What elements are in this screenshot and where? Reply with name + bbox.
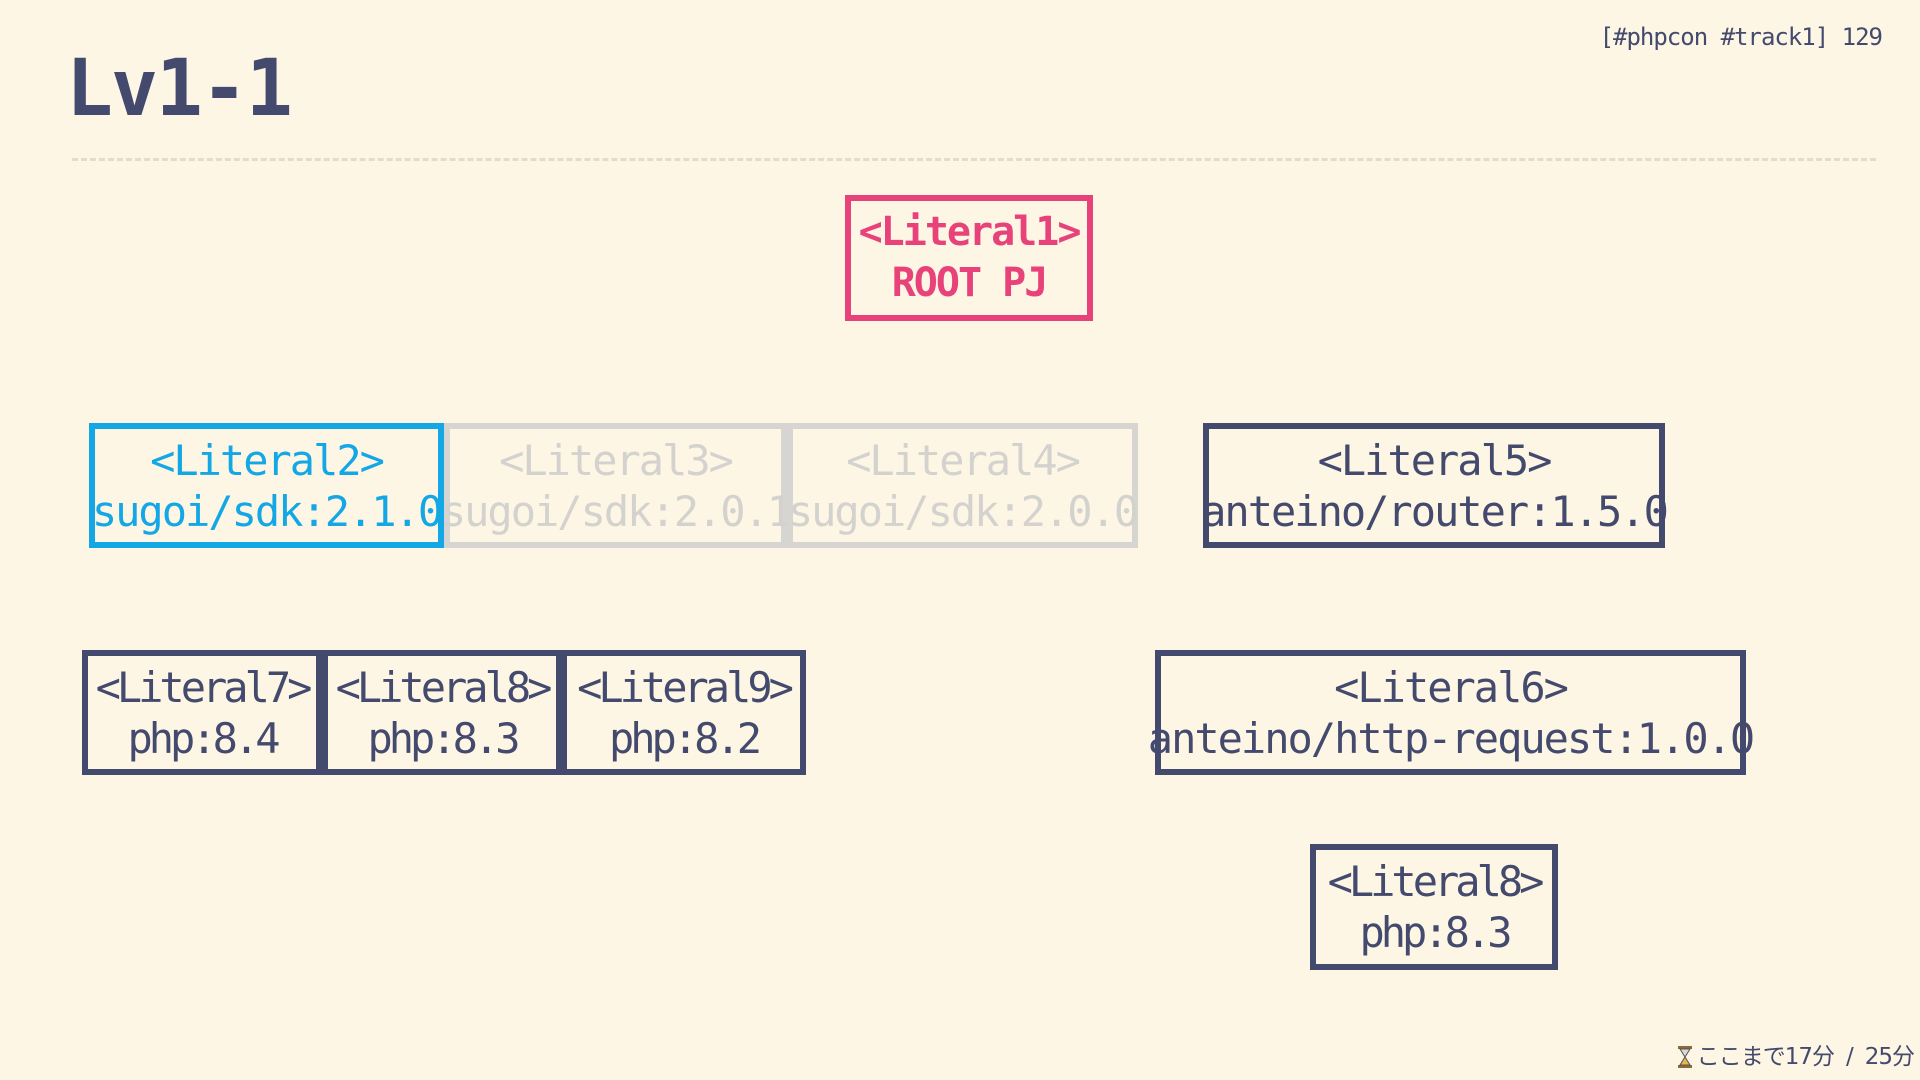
node-value: php:8.4: [127, 713, 280, 763]
node-label: <Literal8>: [1327, 857, 1545, 906]
node-value: php:8.2: [608, 713, 762, 763]
node-literal6: <Literal6> anteino/http-request:1.0.0: [1148, 650, 1755, 775]
node-label: <Literal4>: [846, 435, 1081, 485]
node-label: <Literal8>: [335, 662, 553, 712]
node-label: <Literal6>: [1334, 662, 1569, 712]
node-literal9: <Literal9> php:8.2: [561, 650, 806, 775]
node-value: sugoi/sdk:2.0.0: [787, 486, 1139, 536]
node-literal3: <Literal3> sugoi/sdk:2.0.1: [440, 423, 792, 548]
node-label: <Literal9>: [577, 662, 794, 712]
node-value: ROOT PJ: [891, 260, 1049, 306]
node-label: <Literal5>: [1317, 435, 1553, 485]
slide-title: Lv1-1: [66, 44, 293, 134]
node-value: php:8.3: [1359, 908, 1512, 957]
node-literal1-root: <Literal1> ROOT PJ: [845, 195, 1093, 321]
talk-timer: ここまで17分 / 25分: [1677, 1042, 1915, 1072]
node-value: sugoi/sdk:2.1.0: [91, 486, 443, 536]
node-literal2: <Literal2> sugoi/sdk:2.1.0: [89, 423, 444, 548]
timer-separator: /: [1845, 1044, 1854, 1070]
node-literal8-http: <Literal8> php:8.3: [1310, 844, 1558, 970]
timer-total: 25分: [1864, 1044, 1915, 1070]
timer-elapsed: ここまで17分: [1696, 1044, 1835, 1070]
node-value: php:8.3: [367, 713, 520, 763]
hourglass-icon: [1677, 1045, 1693, 1069]
node-literal7: <Literal7> php:8.4: [82, 650, 322, 775]
title-divider: [72, 158, 1876, 161]
node-value: anteino/router:1.5.0: [1201, 486, 1669, 536]
node-label: <Literal7>: [95, 662, 313, 712]
node-literal4: <Literal4> sugoi/sdk:2.0.0: [787, 423, 1139, 548]
node-label: <Literal2>: [150, 435, 385, 485]
node-label: <Literal3>: [499, 435, 734, 485]
node-value: anteino/http-request:1.0.0: [1147, 713, 1755, 763]
node-label: <Literal1>: [858, 209, 1082, 255]
node-literal8: <Literal8> php:8.3: [322, 650, 562, 775]
slide-reference: [#phpcon #track1] 129: [1599, 23, 1883, 51]
node-literal5: <Literal5> anteino/router:1.5.0: [1201, 423, 1669, 548]
node-value: sugoi/sdk:2.0.1: [440, 486, 792, 536]
